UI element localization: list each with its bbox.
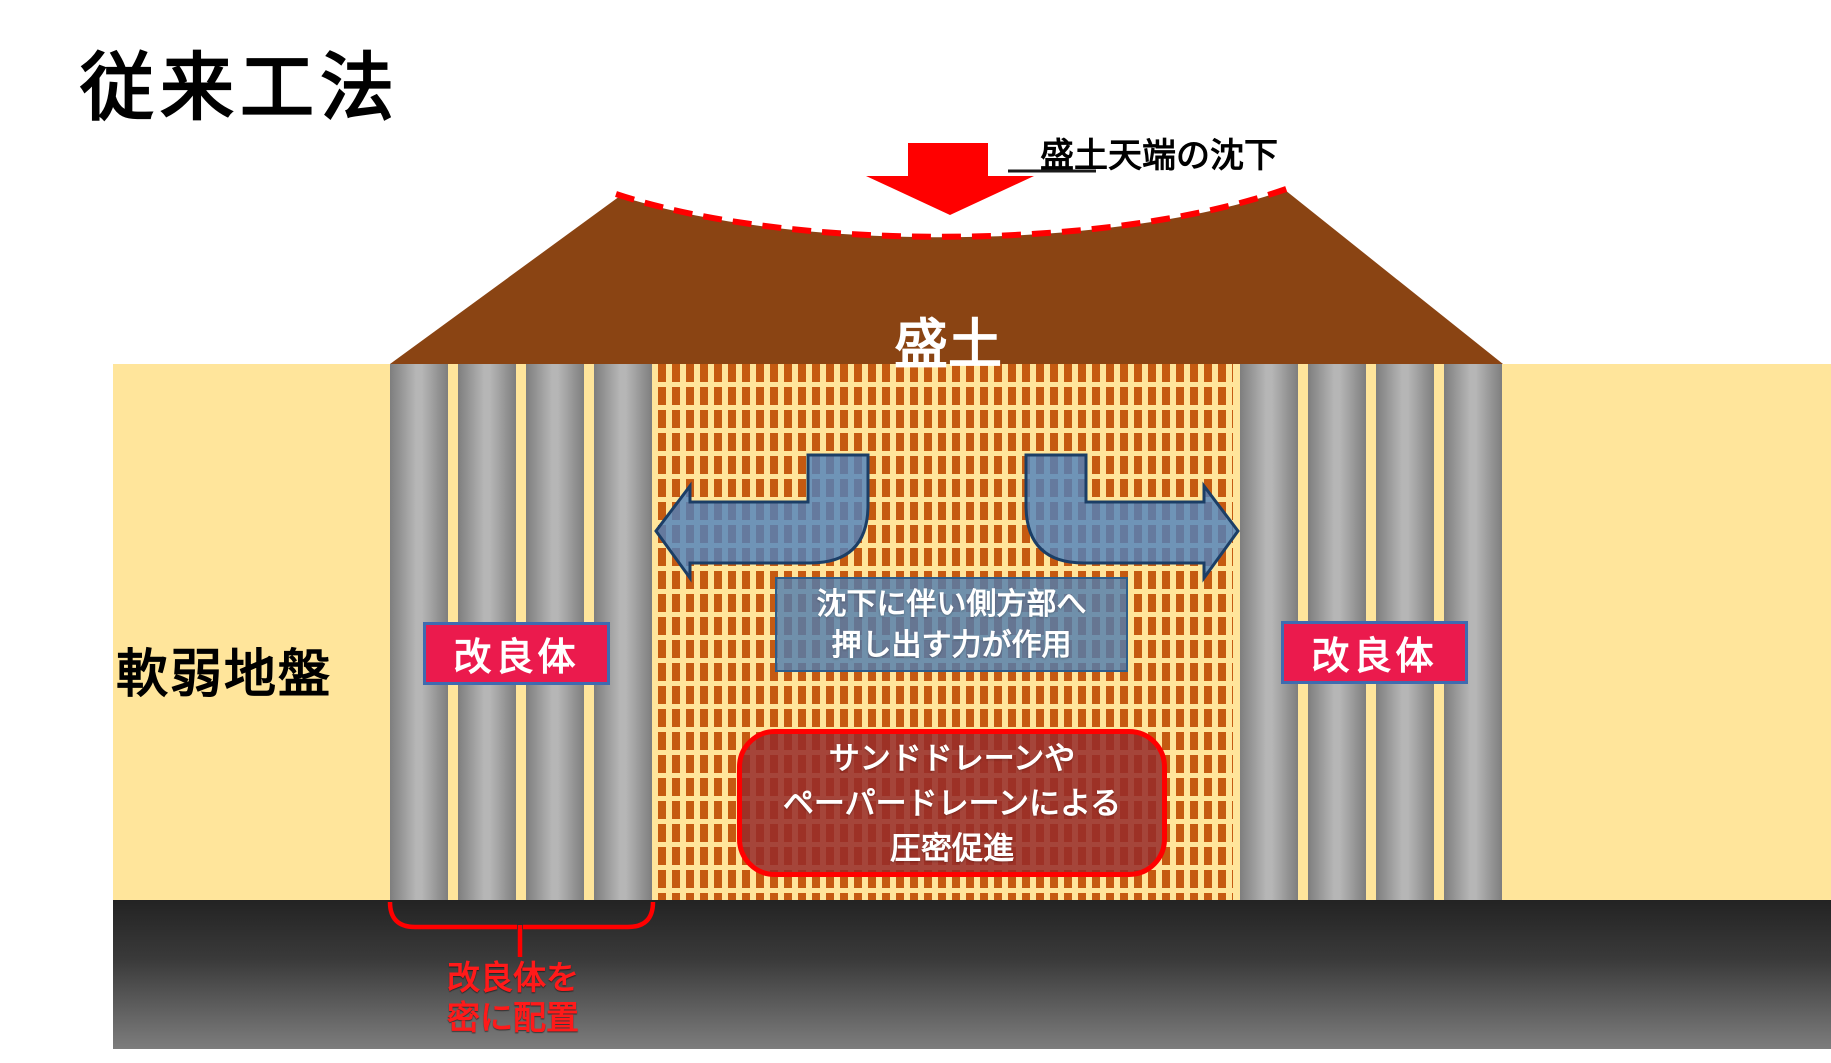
lateral-force-arrow-left-icon <box>654 453 870 583</box>
settlement-label: 盛土天端の沈下 <box>1040 137 1278 175</box>
page-title: 従来工法 <box>80 46 400 129</box>
drain-note-line3: 圧密促進 <box>890 830 1014 866</box>
dense-placement-note-line1: 改良体を <box>447 959 579 996</box>
dense-placement-note-line2: 密に配置 <box>447 999 579 1036</box>
settlement-arrow-icon <box>866 143 1034 215</box>
embankment-shape <box>390 190 1503 364</box>
improved-body-label-left: 改良体 <box>423 622 610 685</box>
improved-body-label-text: 改良体 <box>1311 636 1438 678</box>
settlement-dashed-line <box>615 185 1291 240</box>
soft-ground-label: 軟弱地盤 <box>116 646 333 704</box>
improved-body-label-right: 改良体 <box>1281 621 1468 684</box>
lateral-force-note-line2: 押し出す力が作用 <box>831 628 1072 662</box>
drain-note: サンドドレーンや ペーパードレーンによる 圧密促進 <box>737 729 1167 877</box>
drain-note-line1: サンドドレーンや <box>828 740 1076 776</box>
embankment-label: 盛土 <box>894 315 1002 375</box>
improved-body-label-text: 改良体 <box>453 637 580 679</box>
dense-placement-bracket-icon <box>387 901 656 957</box>
drain-note-line2: ペーパードレーンによる <box>782 785 1122 821</box>
lateral-force-note: 沈下に伴い側方部へ 押し出す力が作用 <box>775 577 1128 672</box>
dense-placement-note: 改良体を 密に配置 <box>447 958 579 1038</box>
lateral-force-arrow-right-icon <box>1024 453 1240 583</box>
lateral-force-note-line1: 沈下に伴い側方部へ <box>816 587 1087 621</box>
